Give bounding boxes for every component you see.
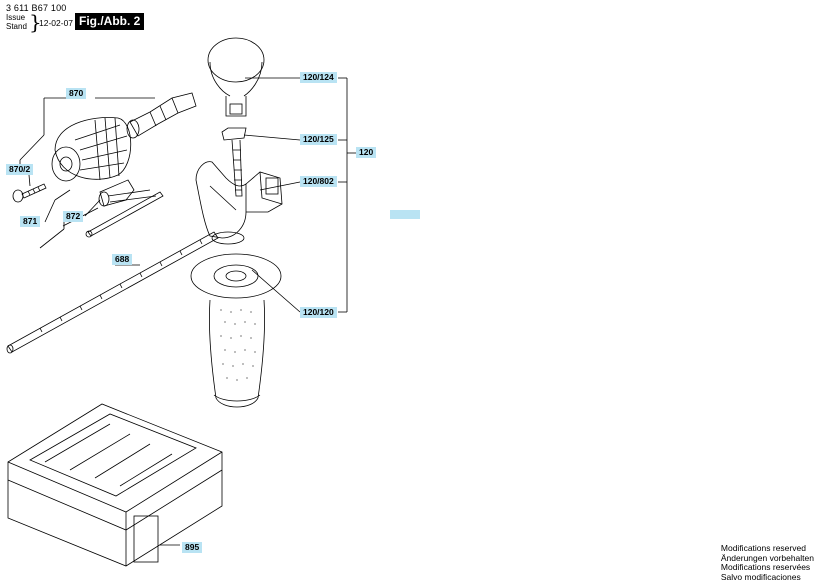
clamp-band — [207, 37, 265, 117]
issue-stand-labels: Issue Stand — [6, 13, 27, 31]
callout-120-802: 120/802 — [300, 176, 337, 187]
callout-120-120: 120/120 — [300, 307, 337, 318]
note-line-1: Modifications reserved — [720, 543, 806, 553]
callout-688: 688 — [112, 254, 133, 265]
modifications-notes: Modifications reserved Änderungen vorbeh… — [720, 543, 814, 582]
clamp-bolt — [221, 127, 247, 197]
brace-glyph: } — [29, 10, 42, 34]
highlight-marker — [390, 210, 420, 219]
grip-texture — [220, 309, 256, 381]
callout-870: 870 — [66, 88, 87, 99]
callout-872: 872 — [63, 211, 84, 222]
callout-870-2: 870/2 — [6, 164, 34, 175]
note-line-3: Modifications reservées — [720, 562, 811, 572]
callout-120-124: 120/124 — [300, 72, 337, 83]
chuck-screw — [12, 183, 47, 203]
drill-chuck — [51, 117, 131, 182]
callout-120-125: 120/125 — [300, 134, 337, 145]
stand-label: Stand — [6, 22, 27, 31]
callout-120: 120 — [356, 147, 377, 158]
issue-label: Issue — [6, 13, 26, 22]
note-line-2: Änderungen vorbehalten — [720, 552, 814, 563]
callout-895: 895 — [182, 542, 203, 553]
figure-badge: Fig./Abb. 2 — [75, 13, 145, 30]
chuck-key — [98, 179, 157, 207]
sds-adapter — [126, 92, 197, 139]
depth-stop-rod — [6, 231, 219, 354]
leader-lines — [19, 77, 356, 546]
issue-date: 12-02-07 — [39, 18, 74, 28]
note-line-4: Salvo modificaciones — [720, 571, 801, 582]
part-number: 3 611 B67 100 — [6, 3, 67, 13]
handle-grip — [190, 253, 282, 408]
carrying-case — [7, 403, 223, 567]
chuck-key-rod — [85, 191, 164, 238]
callout-871: 871 — [20, 216, 41, 227]
handle-head — [195, 161, 283, 245]
